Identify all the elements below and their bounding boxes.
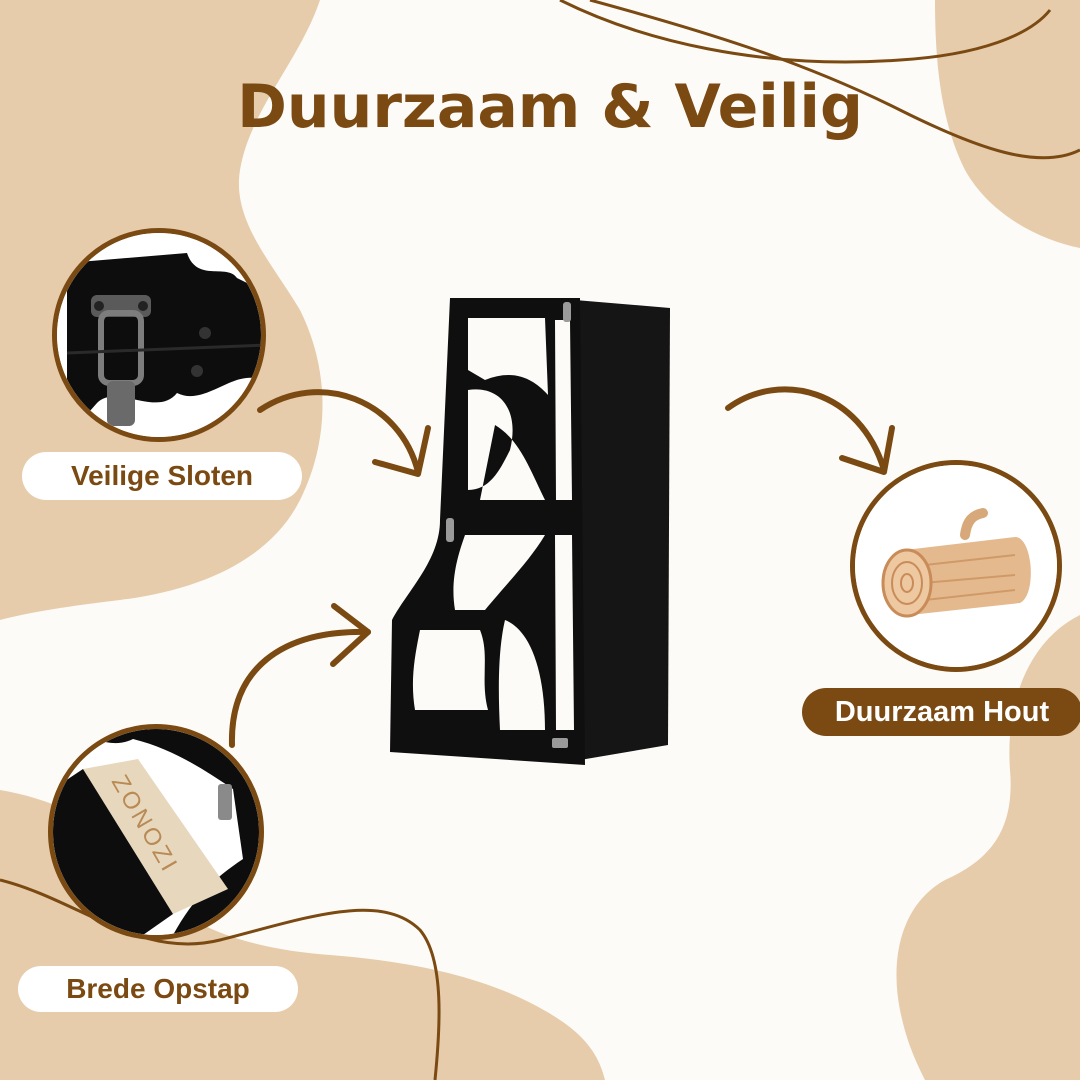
latch-top-icon	[563, 302, 571, 322]
wood-log-icon	[855, 465, 1057, 667]
plywood-step-board	[83, 759, 228, 914]
screw-icon	[199, 327, 211, 339]
latch-closeup-image	[57, 233, 261, 437]
latch-bottom-icon	[552, 738, 568, 748]
latch-icon	[218, 784, 232, 820]
feature-label-veilige-sloten: Veilige Sloten	[22, 452, 302, 500]
decorative-line-top-2	[589, 0, 1080, 160]
learning-tower-product-image	[390, 298, 670, 765]
wood-circle	[850, 460, 1062, 672]
latch-closeup-circle	[52, 228, 266, 442]
tower-side-right	[575, 300, 670, 760]
step-closeup-circle: ZONOZI	[48, 724, 264, 940]
step-closeup-image: ZONOZI	[53, 729, 259, 935]
feature-label-duurzaam-hout: Duurzaam Hout	[802, 688, 1080, 736]
tower-front-panel	[390, 298, 585, 765]
page-title: Duurzaam & Veilig	[237, 72, 863, 142]
log-end	[881, 548, 933, 618]
latch-middle-icon	[446, 518, 454, 542]
beige-blob-bottom-right	[896, 615, 1080, 1080]
feature-label-brede-opstap: Brede Opstap	[18, 966, 298, 1012]
log-branch	[960, 508, 988, 540]
screw-icon	[191, 365, 203, 377]
decorative-line-top	[559, 0, 1052, 64]
beige-blob-top-right	[935, 0, 1080, 248]
